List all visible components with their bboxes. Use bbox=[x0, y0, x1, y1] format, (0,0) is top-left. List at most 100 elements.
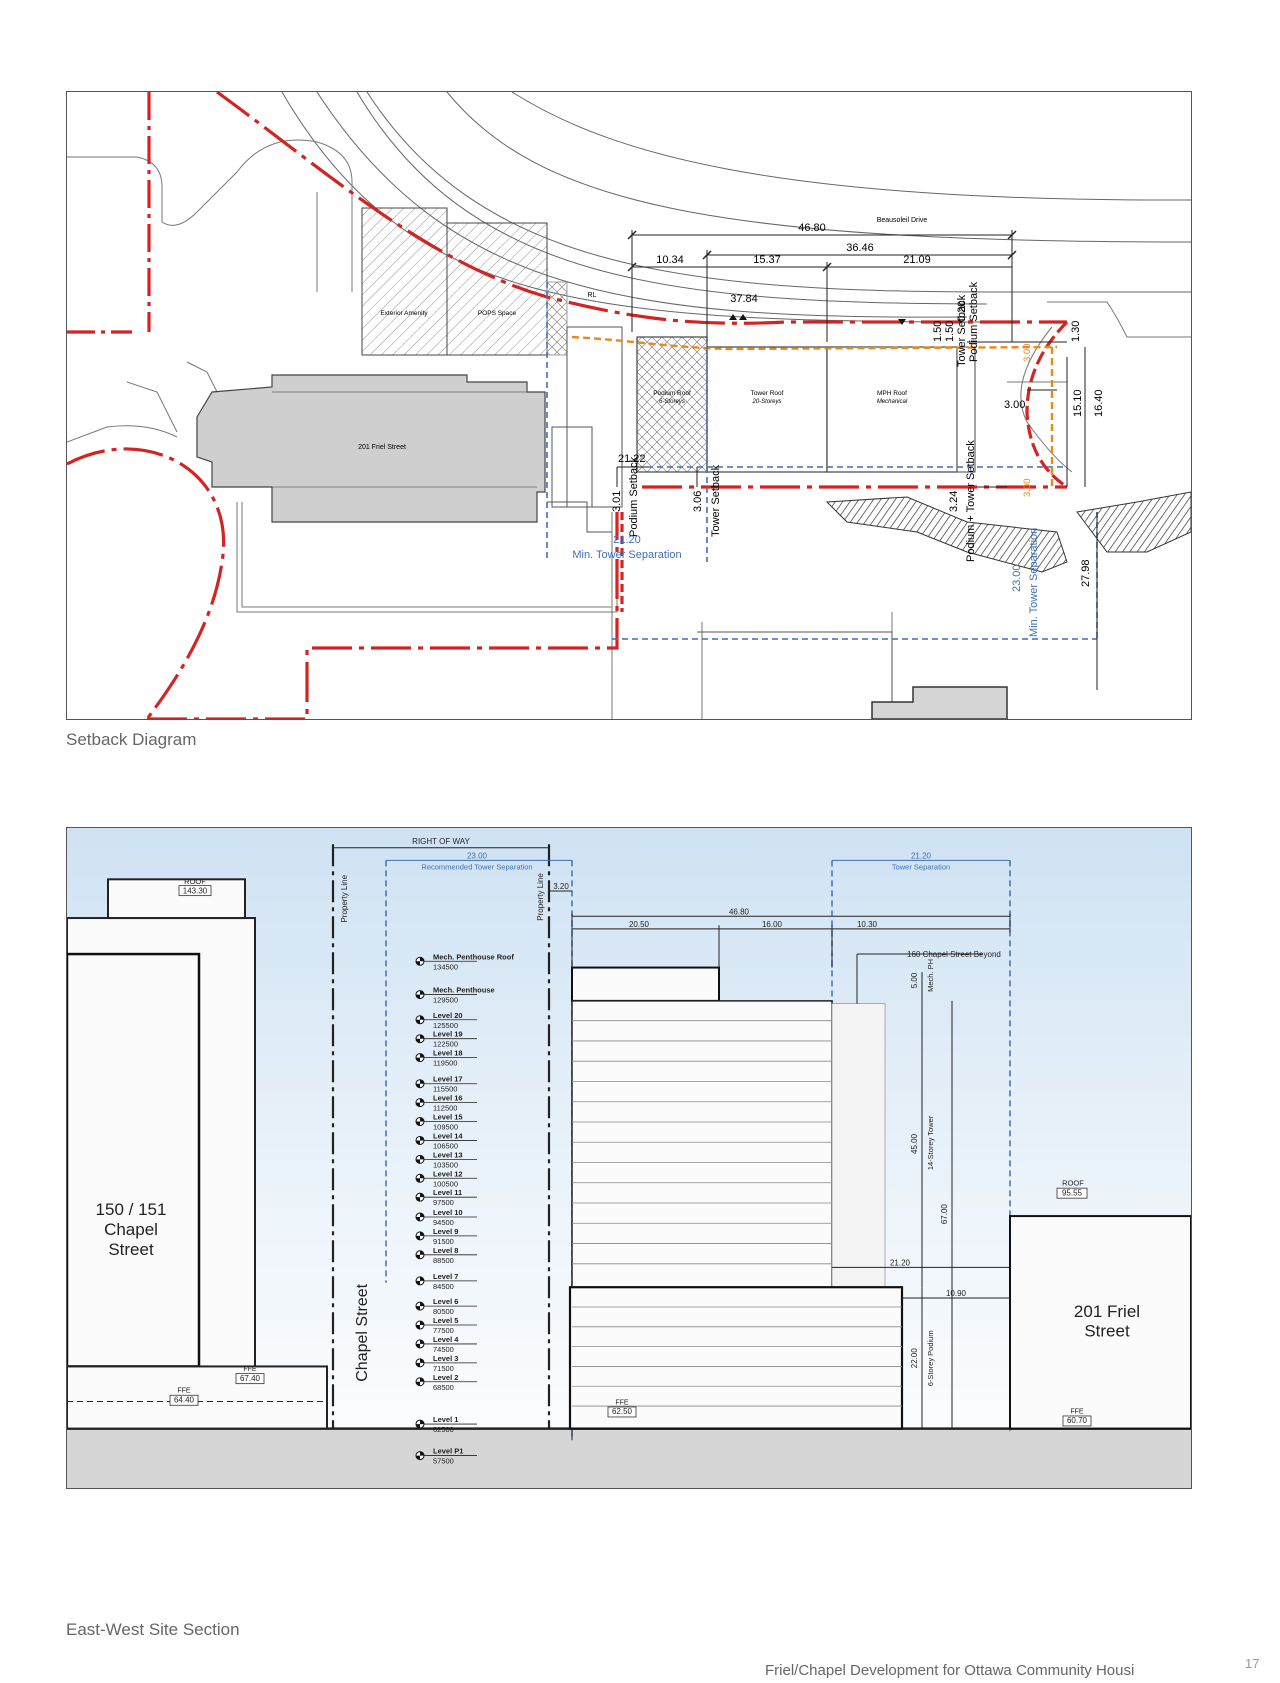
level-elev: 129500 bbox=[433, 996, 458, 1005]
tower-roof-area bbox=[706, 346, 828, 473]
mph-roof-sub-label: Mechanical bbox=[877, 399, 908, 405]
level-name: Level P1 bbox=[433, 1447, 463, 1456]
level-marker-fill bbox=[416, 1377, 424, 1386]
ffe-6250-box bbox=[607, 1406, 637, 1418]
dim-3-00: 3.00 bbox=[1004, 399, 1025, 411]
roof-right-box bbox=[1056, 1187, 1088, 1199]
level-elev: 112500 bbox=[433, 1104, 457, 1113]
svg-text:1.50: 1.50 bbox=[932, 321, 944, 342]
tower-roof-label: Tower Roof bbox=[751, 390, 784, 397]
level-marker-fill bbox=[416, 1339, 424, 1348]
svg-text:3.00: 3.00 bbox=[1022, 344, 1033, 363]
building-left-label-1: 150 / 151 bbox=[96, 1200, 167, 1219]
dim-10-90: 10.90 bbox=[946, 1289, 967, 1298]
level-name: Level 10 bbox=[433, 1208, 463, 1217]
level-elev: 74500 bbox=[433, 1345, 454, 1354]
level-elev: 115500 bbox=[433, 1085, 457, 1094]
level-marker-fill bbox=[416, 1420, 424, 1429]
level-elev: 77500 bbox=[433, 1326, 454, 1335]
level-elev: 97500 bbox=[433, 1198, 454, 1207]
level-elev: 125500 bbox=[433, 1021, 458, 1030]
setback-markers-orange: 3.00 3.00 bbox=[1022, 344, 1033, 498]
svg-text:0.20: 0.20 bbox=[956, 301, 968, 322]
level-marker-fill bbox=[416, 1321, 424, 1330]
level-elev: 57500 bbox=[433, 1457, 454, 1466]
dim-23-00: 23.00 bbox=[1011, 564, 1023, 592]
mech-ph-label: Mech. PH bbox=[926, 959, 935, 992]
pops-space-area bbox=[446, 222, 548, 356]
level-name: Level 5 bbox=[433, 1316, 458, 1325]
rec-sep-value: 23.00 bbox=[467, 852, 488, 861]
dim-20-50: 20.50 bbox=[629, 920, 650, 929]
building-201-friel bbox=[196, 374, 546, 523]
level-marker-fill bbox=[416, 1079, 424, 1088]
level-elev: 109500 bbox=[433, 1123, 458, 1132]
svg-text:1.50: 1.50 bbox=[944, 321, 956, 342]
level-name: Level 9 bbox=[433, 1227, 458, 1236]
podium-body bbox=[568, 1286, 904, 1430]
podium-tower-setback-label: Podium + Tower Setback bbox=[965, 440, 977, 562]
pops-space-label: POPS Space bbox=[478, 310, 517, 317]
ground-slope bbox=[825, 496, 1068, 573]
level-marker-fill bbox=[416, 1053, 424, 1062]
section-svg: 150 / 151ChapelStreetROOF143.30FFE67.40F… bbox=[67, 828, 1191, 1488]
dim-10-34: 10.34 bbox=[656, 254, 684, 266]
dim-37-84: 37.84 bbox=[730, 293, 758, 305]
ffe-6070-label: FFE bbox=[1070, 1408, 1084, 1415]
ffe-left-label: FFE bbox=[243, 1366, 257, 1373]
svg-text:15.10: 15.10 bbox=[1072, 389, 1084, 417]
level-name: Level 19 bbox=[433, 1030, 463, 1039]
podium-dim-label: 6-Storey Podium bbox=[926, 1330, 935, 1386]
ffe-67-40: 67.40 bbox=[240, 1374, 261, 1383]
dimension-ticks bbox=[627, 230, 1017, 272]
chapel-street-label: Chapel Street bbox=[354, 1283, 371, 1381]
ffe-left-box bbox=[235, 1373, 265, 1385]
svg-text:3.00: 3.00 bbox=[1022, 479, 1033, 498]
right-of-way-label: RIGHT OF WAY bbox=[412, 837, 470, 846]
dimension-lines bbox=[616, 230, 1098, 690]
level-name: Level 2 bbox=[433, 1373, 458, 1382]
level-name: Level 11 bbox=[433, 1188, 462, 1197]
setback-diagram-svg: Exterior Amenity POPS Space 201 Friel St… bbox=[67, 92, 1191, 719]
podium-setback-label: Podium Setback bbox=[628, 456, 640, 537]
ground-band bbox=[67, 1428, 1191, 1488]
tower-dim: 45.00 bbox=[910, 1133, 919, 1154]
footer-text: Friel/Chapel Development for Ottawa Comm… bbox=[765, 1662, 1135, 1679]
level-name: Level 14 bbox=[433, 1131, 463, 1140]
tower-setback-label: Tower Setback bbox=[710, 464, 722, 537]
ffe-6070-box bbox=[1062, 1415, 1092, 1427]
level-name: Level 12 bbox=[433, 1169, 463, 1178]
dim-10-30: 10.30 bbox=[857, 920, 878, 929]
tower-sep-value: 21.20 bbox=[911, 852, 932, 861]
setback-line-orange bbox=[571, 335, 1058, 487]
podium-dim: 22.00 bbox=[910, 1348, 919, 1369]
roof-right-label: ROOF bbox=[1062, 1178, 1084, 1187]
rl-label: RL bbox=[588, 292, 597, 299]
level-marker-fill bbox=[416, 1155, 424, 1164]
level-marker-fill bbox=[416, 1231, 424, 1240]
podium-setback-label-top: Podium Setback bbox=[968, 281, 980, 362]
level-name: Level 4 bbox=[433, 1335, 459, 1344]
rec-sep-label: Recommended Tower Separation bbox=[421, 862, 532, 871]
level-name: Level 6 bbox=[433, 1297, 458, 1306]
level-name: Level 13 bbox=[433, 1150, 463, 1159]
svg-text:1.30: 1.30 bbox=[1070, 321, 1082, 342]
mech-ph-dim: 5.00 bbox=[910, 972, 919, 988]
street-label-beausoleil: Beausoleil Drive bbox=[877, 217, 928, 224]
svg-text:16.40: 16.40 bbox=[1093, 389, 1105, 417]
pops-extension bbox=[546, 281, 568, 356]
level-marker-fill bbox=[416, 1117, 424, 1126]
dim-21-20: 21.20 bbox=[890, 1259, 911, 1268]
level-marker-fill bbox=[416, 1015, 424, 1024]
level-marker-fill bbox=[416, 1136, 424, 1145]
dim-15-37: 15.37 bbox=[753, 254, 781, 266]
level-elev: 119500 bbox=[433, 1059, 457, 1068]
ffe-62-50: 62.50 bbox=[612, 1407, 633, 1416]
building-left-label-3: Street bbox=[108, 1240, 154, 1259]
level-elev: 88500 bbox=[433, 1256, 454, 1265]
setback-diagram-caption: Setback Diagram bbox=[66, 730, 197, 749]
level-elev: 84500 bbox=[433, 1282, 454, 1291]
svg-text:3.24: 3.24 bbox=[948, 491, 960, 512]
level-marker-fill bbox=[416, 1451, 424, 1460]
level-elev: 94500 bbox=[433, 1218, 454, 1227]
